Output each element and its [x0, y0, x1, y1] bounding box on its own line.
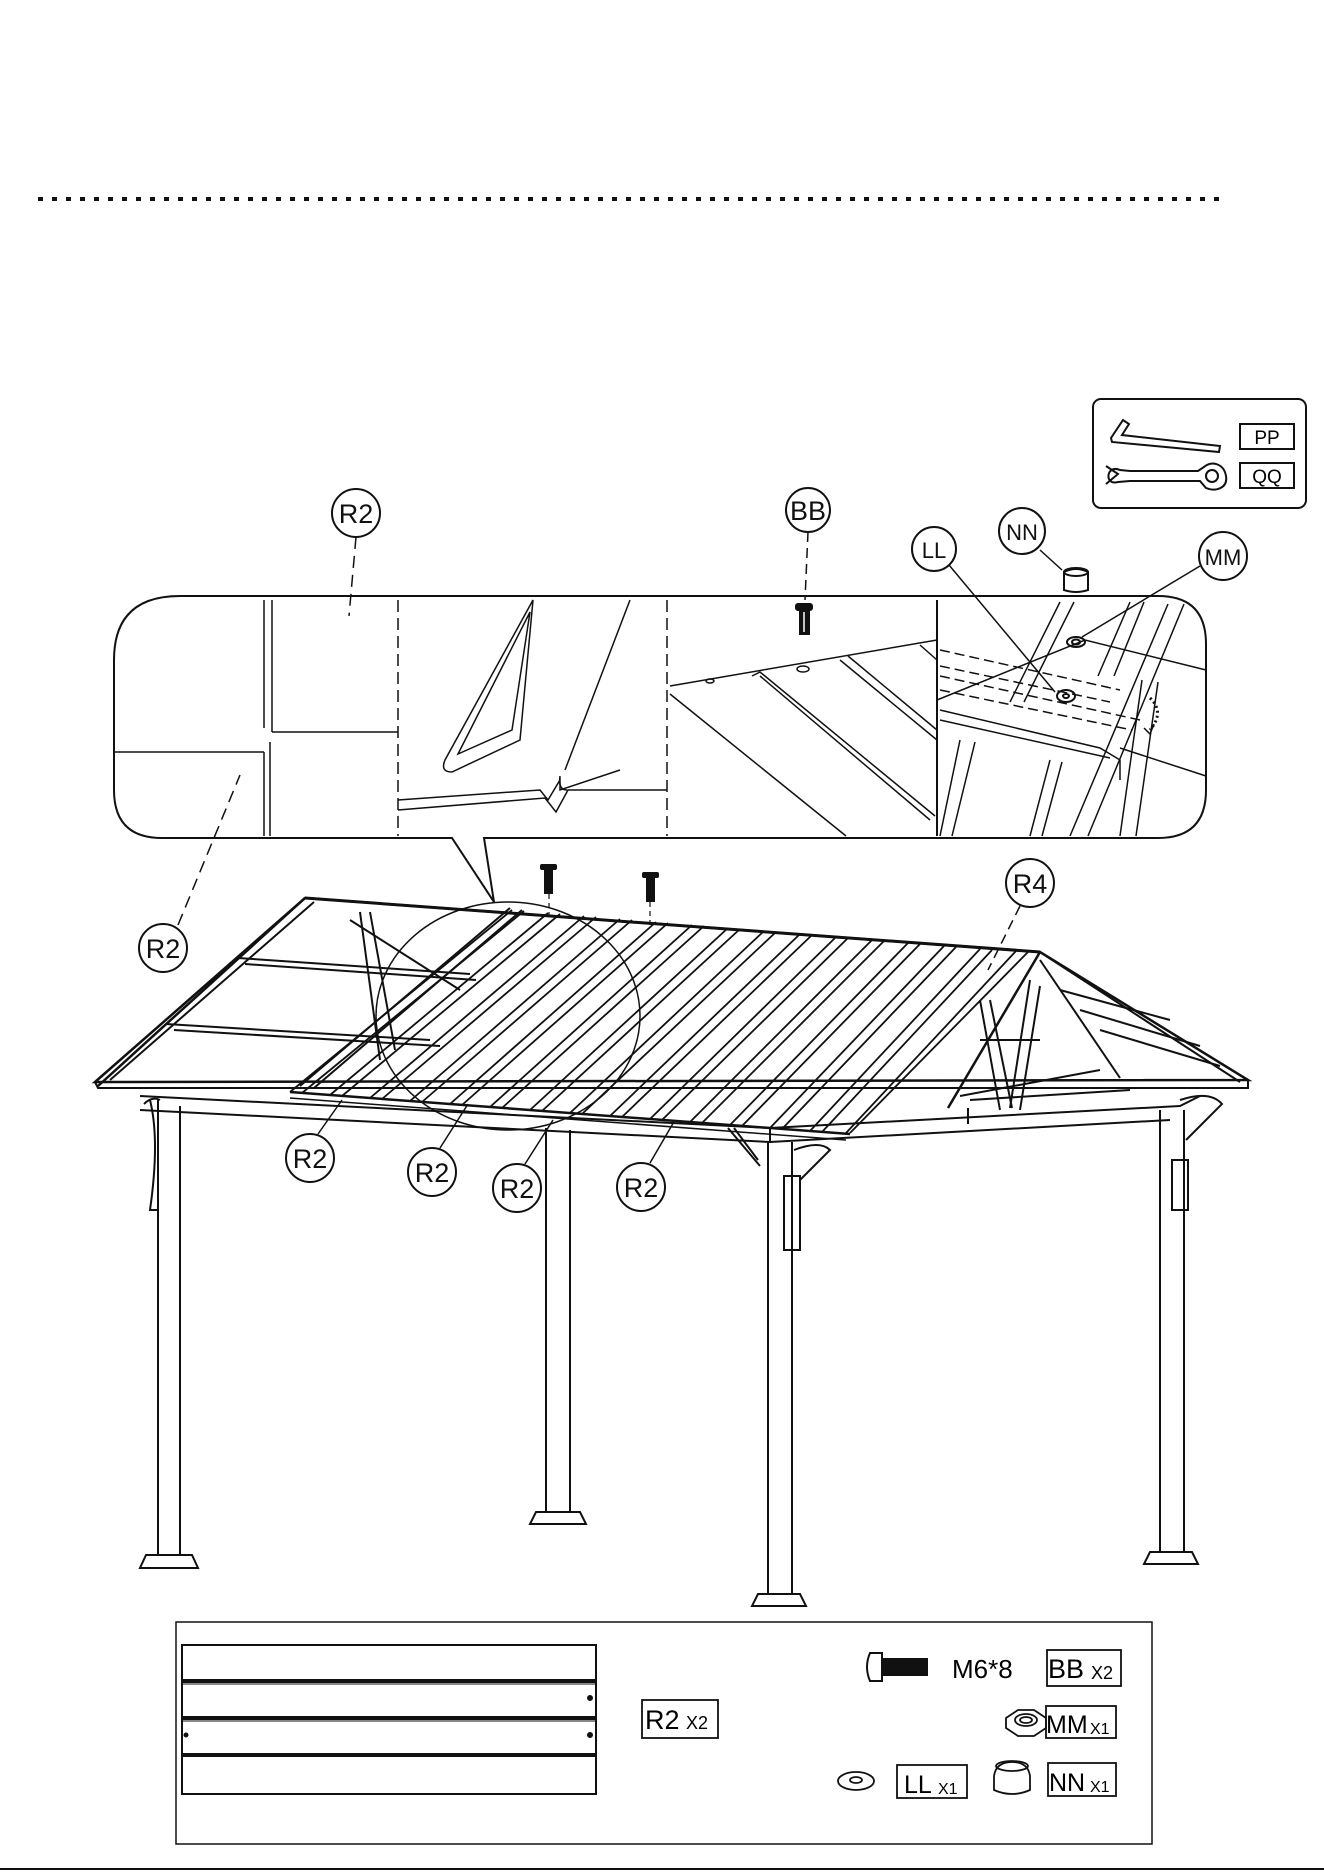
part-nn-code: NN — [1049, 1769, 1085, 1797]
washer-ll-part-icon — [838, 1772, 874, 1790]
part-r2-code: R2 — [645, 1705, 680, 1735]
callout-bb: BB — [790, 496, 826, 526]
washer-ll-icon — [1057, 690, 1075, 702]
part-ll-qty: X1 — [938, 1781, 958, 1798]
part-mm-code: MM — [1046, 1711, 1088, 1739]
nut-mm-icon — [1067, 637, 1085, 647]
bolt-bb-icon — [796, 604, 812, 634]
callout-r2-b1: R2 — [293, 1144, 328, 1174]
detail-profile — [398, 600, 667, 812]
panel-r2-icon — [182, 1645, 596, 1794]
roof-bolt-1-icon — [540, 864, 557, 894]
callout-nn: NN — [1006, 520, 1038, 545]
callout-r2-top: R2 — [339, 499, 374, 529]
gazebo-illustration — [95, 864, 1248, 1606]
tool-label-qq: QQ — [1252, 467, 1282, 488]
detail-panel — [114, 568, 1206, 902]
wrench-icon — [1106, 464, 1226, 490]
part-bb-qty: X2 — [1091, 1663, 1113, 1683]
parts-box: R2 X2 M6*8 BB X2 MM X1 LL X1 — [176, 1622, 1152, 1844]
bolt-bb-part-icon — [867, 1653, 928, 1681]
cap-nn-icon — [1064, 568, 1088, 592]
callout-mm: MM — [1205, 545, 1242, 570]
tool-label-pp: PP — [1254, 428, 1279, 449]
allen-key-icon — [1111, 420, 1220, 452]
callout-r2-b4: R2 — [624, 1173, 659, 1203]
callout-ll: LL — [922, 538, 946, 563]
callout-r4: R4 — [1013, 869, 1048, 899]
callout-r2-b2: R2 — [415, 1158, 450, 1188]
callout-r2-left: R2 — [146, 934, 181, 964]
part-bb-spec: M6*8 — [952, 1654, 1013, 1684]
part-r2-qty: X2 — [686, 1713, 708, 1733]
detail-panel-seam — [114, 600, 398, 836]
detail-roof-sheet — [670, 640, 937, 836]
part-mm-qty: X1 — [1090, 1721, 1110, 1738]
cap-nn-part-icon — [994, 1761, 1030, 1794]
roof-bolt-2-icon — [642, 872, 659, 902]
callout-r2-b3: R2 — [500, 1174, 535, 1204]
tools-box: PP QQ — [1093, 399, 1306, 508]
part-nn-qty: X1 — [1090, 1779, 1110, 1796]
part-bb-code: BB — [1048, 1654, 1084, 1684]
nut-mm-part-icon — [1006, 1710, 1046, 1736]
part-ll-code: LL — [904, 1771, 932, 1799]
